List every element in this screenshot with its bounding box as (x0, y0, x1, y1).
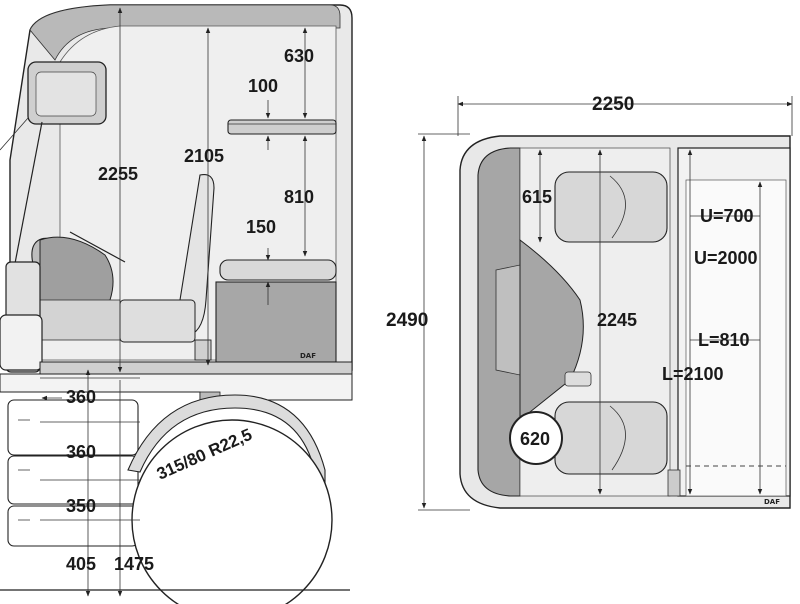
dim-2490: 2490 (386, 310, 428, 331)
dim-150: 150 (246, 217, 276, 237)
lower-bunk-mattress (219, 259, 337, 281)
dim-100: 100 (248, 76, 278, 96)
steering-wheel-plan (509, 411, 563, 465)
top-view-logo: DAF (764, 498, 780, 506)
cab-roof-band (29, 4, 341, 61)
dim-615: 615 (522, 187, 552, 207)
dim-l810: L=810 (698, 330, 750, 350)
dim-2255: 2255 (98, 164, 138, 184)
dim-u700: U=700 (700, 206, 754, 226)
side-view: 630 100 2105 2255 810 150 360 360 350 40… (0, 4, 353, 604)
dim-810: 810 (284, 187, 314, 207)
upper-bunk (227, 119, 337, 135)
under-bunk-storage (215, 281, 337, 363)
driver-seat-plan (554, 401, 668, 475)
passenger-seat (554, 171, 668, 243)
dim-360-upper: 360 (66, 387, 96, 407)
dim-350: 350 (66, 496, 96, 516)
dim-l2100: L=2100 (662, 364, 724, 384)
dim-2245: 2245 (597, 310, 637, 330)
dim-1475: 1475 (114, 554, 154, 574)
dim-405: 405 (66, 554, 96, 574)
side-view-logo: DAF (300, 352, 316, 360)
dim-360-lower: 360 (66, 442, 96, 462)
dim-630: 630 (284, 46, 314, 66)
dim-620: 620 (520, 429, 550, 449)
dim-u2000: U=2000 (694, 248, 758, 268)
dim-2105: 2105 (184, 146, 224, 166)
dim-2250: 2250 (592, 94, 634, 115)
top-view: 2250 2490 615 2245 620 U=700 U=2000 L=81… (386, 94, 793, 511)
